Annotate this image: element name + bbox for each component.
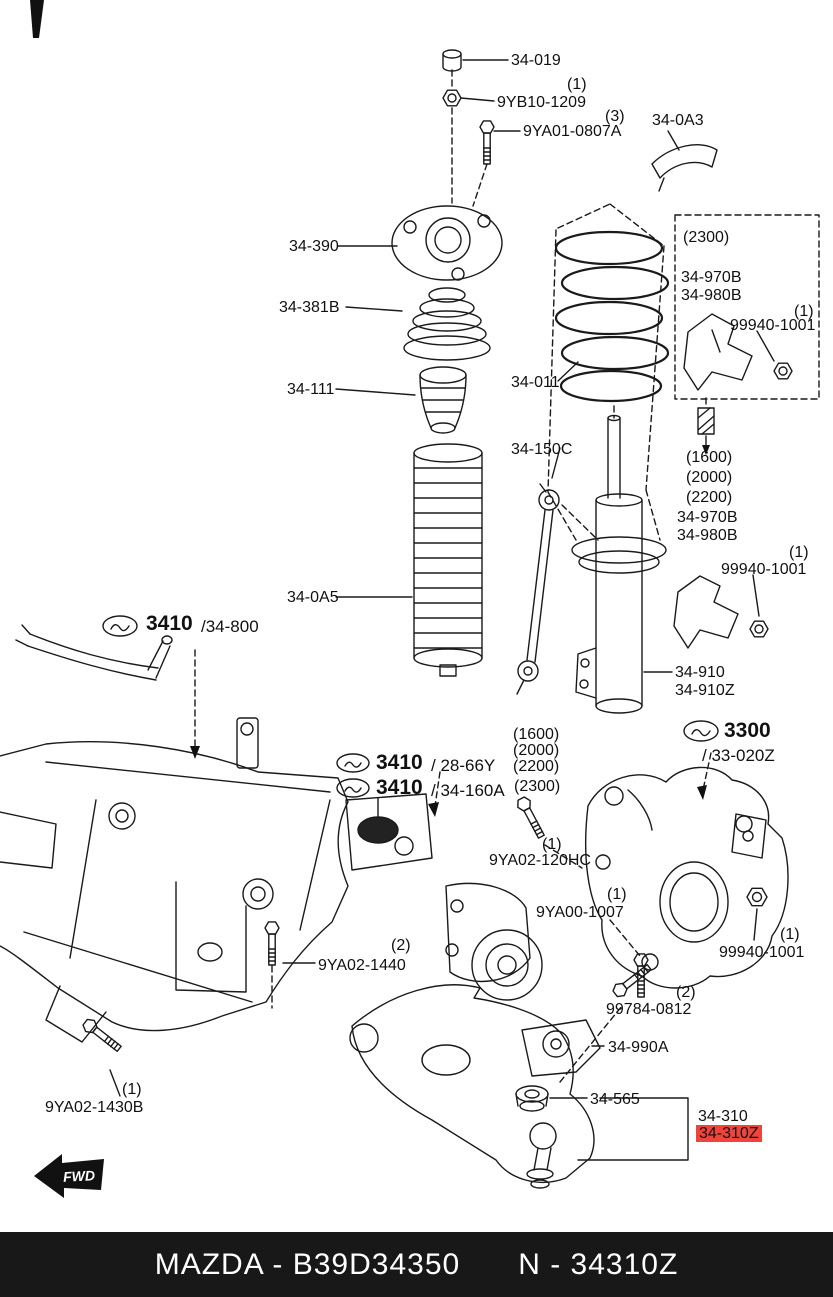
- qty-9ya02-1440: (2): [391, 937, 411, 954]
- label-34-390[interactable]: 34-390: [289, 238, 339, 255]
- group-3300[interactable]: 3300: [724, 719, 771, 742]
- qty-9ya00-1007: (1): [607, 886, 627, 903]
- part-clamp-34-970B: [673, 574, 769, 649]
- part-bolt-9ya01-0807a: [479, 120, 495, 165]
- part-arm-bracket: [445, 882, 531, 983]
- part-boot-34-0A5: [413, 443, 483, 677]
- part-mount-34-390: [391, 205, 503, 281]
- qty-99784-0812: (2): [676, 984, 696, 1001]
- label-34-150c[interactable]: 34-150C: [511, 441, 573, 458]
- label-9ya02-1430b[interactable]: 9YA02-1430B: [45, 1099, 144, 1116]
- spec-1600-a: (1600): [686, 449, 733, 466]
- group-3410-c[interactable]: 3410: [376, 776, 423, 799]
- qty-9yb10-1209: (1): [567, 76, 587, 93]
- spec-2000-a: (2000): [686, 469, 733, 486]
- part-cap-34-019: [442, 49, 462, 72]
- part-seat-34-381B: [403, 287, 491, 361]
- footer-bar: MAZDA - B39D34350 N - 34310Z: [0, 1232, 833, 1297]
- label-34-011[interactable]: 34-011: [511, 374, 560, 391]
- label-34-970b-a[interactable]: 34-970B: [681, 269, 742, 286]
- spec-2300-b: (2300): [514, 778, 561, 795]
- label-34-310[interactable]: 34-310: [698, 1108, 748, 1125]
- corner-mark: [30, 0, 44, 38]
- label-34-910z[interactable]: 34-910Z: [675, 682, 735, 699]
- group-box-2300: [674, 214, 820, 400]
- group-3410-a[interactable]: 3410: [146, 612, 193, 635]
- hatch-symbol: [697, 407, 715, 455]
- group-33-020z[interactable]: / 33-020Z: [702, 746, 775, 765]
- part-bumpstop-34-111: [419, 366, 467, 434]
- group-34-800[interactable]: /34-800: [201, 617, 259, 636]
- fwd-label: FWD: [63, 1167, 96, 1185]
- label-9ya02-1440[interactable]: 9YA02-1440: [318, 957, 406, 974]
- label-34-0a5[interactable]: 34-0A5: [287, 589, 339, 606]
- spec-2200-b: (2200): [513, 758, 560, 775]
- group-34-160a[interactable]: / 34-160A: [431, 781, 505, 800]
- part-group-symbol-icon: [102, 615, 719, 798]
- part-stab-link-34-150C: [516, 483, 560, 695]
- spec-2300-box: (2300): [683, 229, 730, 246]
- label-9ya00-1007[interactable]: 9YA00-1007: [536, 904, 624, 921]
- part-bracket-bushing: [345, 793, 433, 871]
- qty-9ya01-0807a: (3): [605, 108, 625, 125]
- label-34-310z-highlighted[interactable]: 34-310Z: [696, 1125, 762, 1143]
- part-nut-9yb10-1209: [442, 89, 462, 107]
- label-34-970b-b[interactable]: 34-970B: [677, 509, 738, 526]
- label-34-990a[interactable]: 34-990A: [608, 1039, 669, 1056]
- footer-part-number: N - 34310Z: [518, 1247, 679, 1281]
- part-bolt-9ya02-1440: [264, 921, 280, 966]
- qty-99940-1001-b: (1): [789, 544, 809, 561]
- diagram-line-art: FWD: [0, 0, 820, 1198]
- leader-lines: [109, 59, 758, 1161]
- qty-9ya02-1430b: (1): [122, 1081, 142, 1098]
- label-9ya02-120hc[interactable]: 9YA02-120HC: [489, 852, 591, 869]
- label-99940-1001-b[interactable]: 99940-1001: [721, 561, 807, 578]
- label-34-111[interactable]: 34-111: [287, 381, 335, 398]
- spec-2200-a: (2200): [686, 489, 733, 506]
- dashed-reference-lines: [194, 69, 712, 1083]
- fwd-arrow-icon: [34, 1154, 104, 1198]
- part-cover-34-565: [515, 1085, 549, 1112]
- part-nut-99940-1001: [746, 887, 768, 907]
- part-strut-34-910: [571, 414, 667, 714]
- label-34-980b-b[interactable]: 34-980B: [677, 527, 738, 544]
- part-clip-34-0A3: [651, 144, 718, 192]
- label-9yb10-1209[interactable]: 9YB10-1209: [497, 94, 586, 111]
- part-coil-spring-34-011: [554, 230, 670, 403]
- label-34-910[interactable]: 34-910: [675, 664, 725, 681]
- qty-99940-1001-a: (1): [794, 303, 814, 320]
- part-subframe-34-800: [0, 624, 349, 1043]
- label-34-0a3[interactable]: 34-0A3: [652, 112, 704, 129]
- qty-9ya02-120hc: (1): [542, 836, 562, 853]
- highlight-34-310z: 34-310Z: [696, 1125, 762, 1142]
- part-knuckle-33-020Z: [584, 766, 789, 989]
- group-28-66y[interactable]: / 28-66Y: [431, 756, 496, 775]
- label-9ya01-0807a[interactable]: 9YA01-0807A: [523, 123, 622, 140]
- group-3410-b[interactable]: 3410: [376, 751, 423, 774]
- label-34-980b-a[interactable]: 34-980B: [681, 287, 742, 304]
- spec-1600-b: (1600): [513, 726, 560, 743]
- part-bolt-9ya02-120hc: [514, 794, 549, 841]
- label-99940-1001-c[interactable]: 99940-1001: [719, 944, 805, 961]
- qty-99940-1001-c: (1): [780, 926, 800, 943]
- part-plate-34-990A: [521, 1019, 601, 1077]
- label-34-381b[interactable]: 34-381B: [279, 299, 340, 316]
- spec-2000-b: (2000): [513, 742, 560, 759]
- label-99940-1001-a[interactable]: 99940-1001: [730, 317, 816, 334]
- label-34-019[interactable]: 34-019: [511, 52, 561, 69]
- part-control-arm-34-310: [349, 929, 595, 1189]
- footer-catalog-code: MAZDA - B39D34350: [154, 1247, 461, 1281]
- label-99784-0812[interactable]: 99784-0812: [606, 1001, 692, 1018]
- label-34-565[interactable]: 34-565: [590, 1091, 640, 1108]
